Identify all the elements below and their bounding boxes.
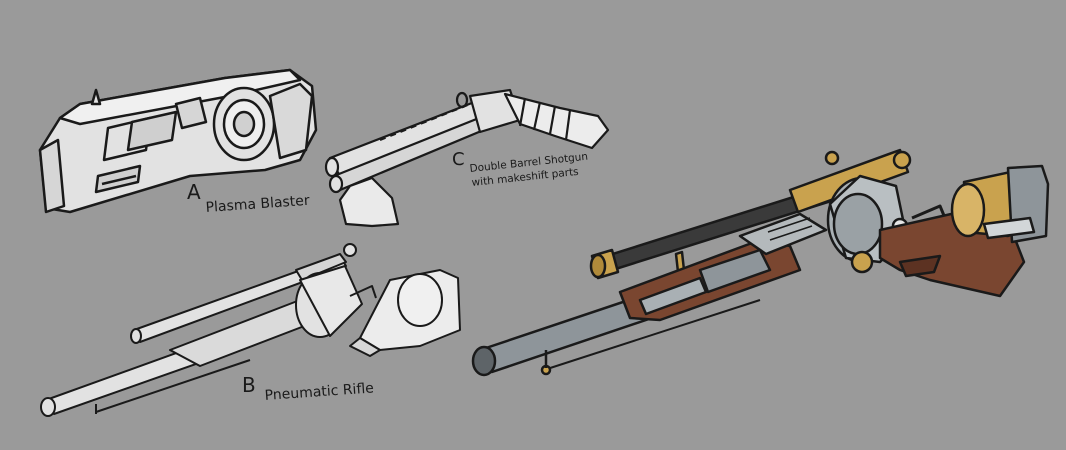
shotgun-letter: C bbox=[452, 149, 465, 170]
pneumatic-rifle-name: Pneumatic Rifle bbox=[264, 380, 374, 404]
plasma-blaster-sketch bbox=[38, 68, 318, 214]
pneumatic-rifle-sketch bbox=[40, 243, 461, 417]
double-barrel-shotgun-sketch bbox=[324, 88, 610, 228]
pneumatic-rifle-letter: B bbox=[242, 373, 256, 397]
plasma-blaster-letter: A bbox=[187, 180, 201, 204]
plasma-blaster-name: Plasma Blaster bbox=[205, 193, 310, 216]
pneumatic-rifle-colored bbox=[471, 148, 1050, 377]
